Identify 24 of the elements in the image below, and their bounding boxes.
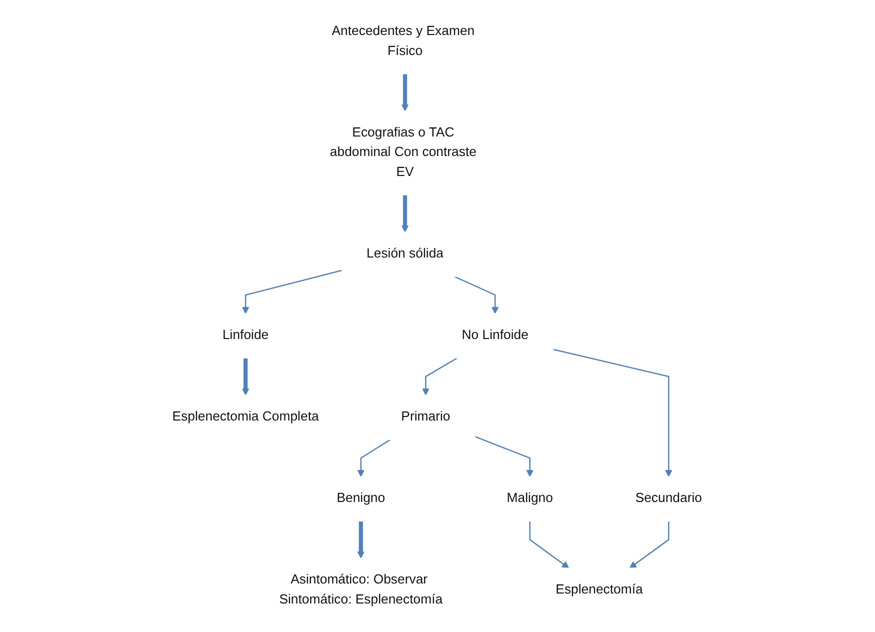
arrow [475, 436, 534, 477]
arrow [242, 270, 342, 314]
node-text: Benigno [337, 491, 386, 506]
arrow [553, 348, 673, 477]
arrow [454, 276, 500, 314]
node-text: Primario [402, 410, 451, 424]
arrow [402, 194, 409, 232]
node-text: Linfoide [222, 328, 269, 342]
arrow [242, 358, 250, 396]
arrow [358, 439, 392, 477]
node-text: Esplenectomia Completa [172, 410, 320, 424]
node-text: Maligno [507, 491, 554, 506]
node-text: No Linfoide [462, 328, 529, 342]
arrow [358, 521, 365, 558]
node-text: Esplenectomía [556, 582, 644, 597]
arrow [630, 521, 670, 568]
arrow [402, 74, 409, 112]
node-text: Lesión sólida [366, 246, 444, 261]
node-text: Asintomático: Observar Sintomático: Esplenectomía [280, 572, 443, 607]
node-text: Ecografias o TAC abdominal Con contraste EV [330, 126, 477, 180]
arrow [530, 521, 570, 568]
node-text: Secundario [636, 491, 702, 506]
node-text: Antecedentes y Examen Físico [332, 24, 475, 58]
arrow [422, 357, 458, 396]
